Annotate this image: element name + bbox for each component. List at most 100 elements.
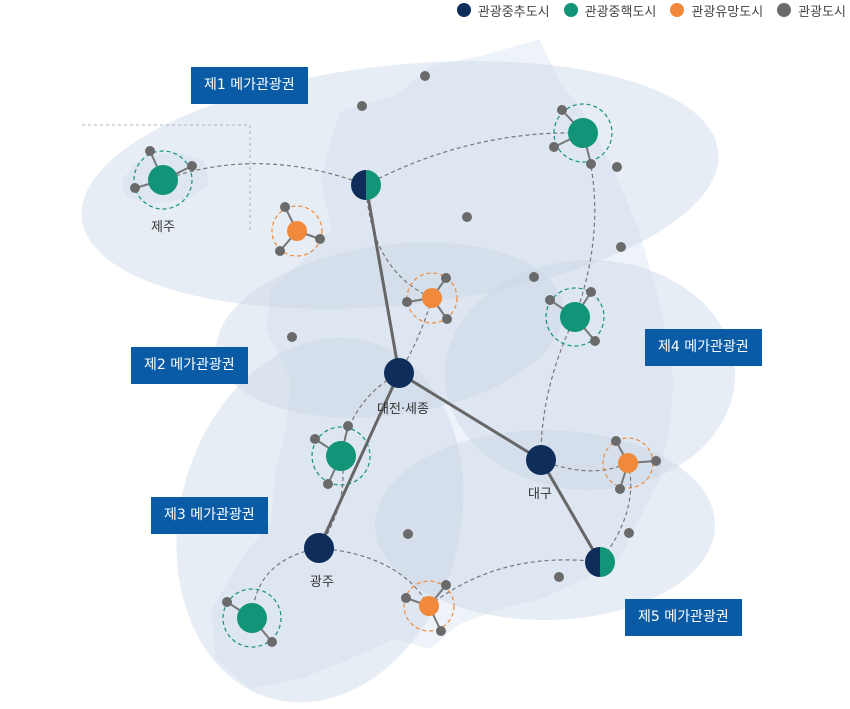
cluster-west-promising	[271, 202, 325, 257]
tourism-city-dot	[441, 273, 451, 283]
core-city-node-mokpo	[237, 603, 267, 633]
tourism-city-dot	[586, 287, 596, 297]
core-city-node-andong	[560, 302, 590, 332]
city-label-daegu: 대구	[528, 487, 552, 502]
tourism-city-dot	[287, 332, 297, 342]
hub-city-node-daejeon-sejong	[384, 358, 414, 388]
tourism-city-dot	[545, 295, 555, 305]
legend-item-tourism: 관광도시	[777, 1, 846, 20]
region-label-2: 제2 메가관광권	[131, 347, 248, 384]
core-city-node-jeonju	[326, 441, 356, 471]
region-label-3: 제3 메가관광권	[151, 497, 268, 534]
region-label-5: 제5 메가관광권	[625, 599, 742, 636]
tourism-city-dot	[310, 434, 320, 444]
city-label-daejeon-sejong: 대전·세종	[377, 402, 429, 417]
route-promising-busan-south	[428, 559, 601, 607]
promising-city-node-west-promising	[287, 221, 307, 241]
promising-city-node-south-promising	[419, 596, 439, 616]
core-half	[600, 547, 615, 577]
tourism-city-dot	[462, 212, 472, 222]
tourism-city-dot	[611, 436, 621, 446]
hub-core-node-capital	[351, 170, 381, 200]
tourism-city-dot	[651, 456, 661, 466]
legend-dot-core	[563, 3, 578, 17]
core-half	[366, 170, 381, 200]
tourism-city-dot	[222, 597, 232, 607]
tourism-city-dot	[267, 637, 277, 647]
legend-item-hub: 관광중추도시	[456, 1, 550, 20]
tourism-city-dot	[590, 336, 600, 346]
hub-half	[351, 170, 366, 200]
region-label-4: 제4 메가관광권	[645, 329, 762, 366]
cluster-ring-gangneung	[553, 103, 613, 163]
legend-label-hub: 관광중추도시	[477, 4, 550, 20]
cluster-gangneung	[549, 103, 613, 169]
tourism-city-dot	[343, 421, 353, 431]
cluster-andong	[545, 287, 605, 347]
tourism-city-dot	[612, 162, 622, 172]
tourism-city-dot	[280, 202, 290, 212]
tourism-city-dot	[403, 529, 413, 539]
hub-half	[585, 547, 600, 577]
route-capital-promising	[365, 184, 433, 299]
hub-link-daejeon-gwangju	[317, 371, 401, 550]
region-ellipse-1	[81, 61, 719, 309]
legend: 관광중추도시 관광중핵도시 관광유망도시 관광도시	[456, 0, 846, 20]
cluster-south-promising	[401, 580, 455, 636]
cluster-ring-andong	[545, 287, 605, 347]
cluster-east-promising	[602, 436, 661, 494]
tourism-city-dot	[357, 101, 367, 111]
tourism-city-dot	[557, 105, 567, 115]
tourism-city-dot	[187, 161, 197, 171]
region-label-1: 제1 메가관광권	[191, 67, 308, 104]
tourism-city-dot	[401, 593, 411, 603]
jeju-leader-line	[82, 124, 251, 230]
hub-link-daegu-busan	[539, 458, 602, 564]
tourism-city-dot	[323, 479, 333, 489]
legend-item-promising: 관광유망도시	[670, 1, 763, 20]
tourism-city-dot	[441, 580, 451, 590]
tourism-city-dot	[586, 159, 596, 169]
cluster-jeju	[130, 146, 197, 210]
cluster-mid-promising	[402, 272, 458, 324]
cluster-ring-jeju	[133, 150, 193, 210]
hub-link-capital-daejeon	[364, 183, 401, 375]
cluster-mokpo	[222, 588, 282, 648]
legend-item-core: 관광중핵도시	[563, 1, 657, 20]
tourism-city-dot	[615, 484, 625, 494]
hub-city-node-gwangju	[304, 533, 334, 563]
city-label-jeju: 제주	[151, 220, 175, 235]
tourism-city-dot	[145, 146, 155, 156]
hub-city-node-daegu	[526, 445, 556, 475]
cluster-jeonju	[310, 421, 371, 489]
city-label-gwangju: 광주	[310, 575, 334, 590]
legend-dot-hub	[456, 3, 471, 17]
cluster-ring-south-promising	[403, 580, 455, 632]
tourism-city-dot	[616, 242, 626, 252]
cluster-ring-west-promising	[271, 205, 323, 257]
tourism-city-dot	[442, 314, 452, 324]
region-ellipse-4	[445, 260, 735, 490]
hub-link-daejeon-daegu	[397, 371, 543, 462]
core-city-node-jeju	[148, 165, 178, 195]
core-city-node-gangneung	[568, 118, 598, 148]
promising-city-node-mid-promising	[422, 288, 442, 308]
cluster-ring-jeonju	[311, 426, 371, 486]
tourism-city-dot	[315, 234, 325, 244]
tourism-city-dot	[624, 528, 634, 538]
tourism-city-dot	[549, 142, 559, 152]
legend-dot-tourism	[777, 3, 792, 17]
route-capital-gangneung	[365, 132, 584, 186]
hub-core-node-busan	[585, 547, 615, 577]
tourism-city-dot	[402, 297, 412, 307]
tourism-city-dot	[554, 572, 564, 582]
legend-label-tourism: 관광도시	[798, 4, 846, 20]
route-jeju-capital	[162, 163, 367, 186]
route-gwangju-promising	[318, 547, 430, 607]
tourism-city-dot	[436, 626, 446, 636]
legend-label-promising: 관광유망도시	[691, 4, 764, 20]
legend-label-core: 관광중핵도시	[584, 4, 657, 20]
tourism-city-dot	[130, 183, 140, 193]
tourism-city-dot	[275, 246, 285, 256]
